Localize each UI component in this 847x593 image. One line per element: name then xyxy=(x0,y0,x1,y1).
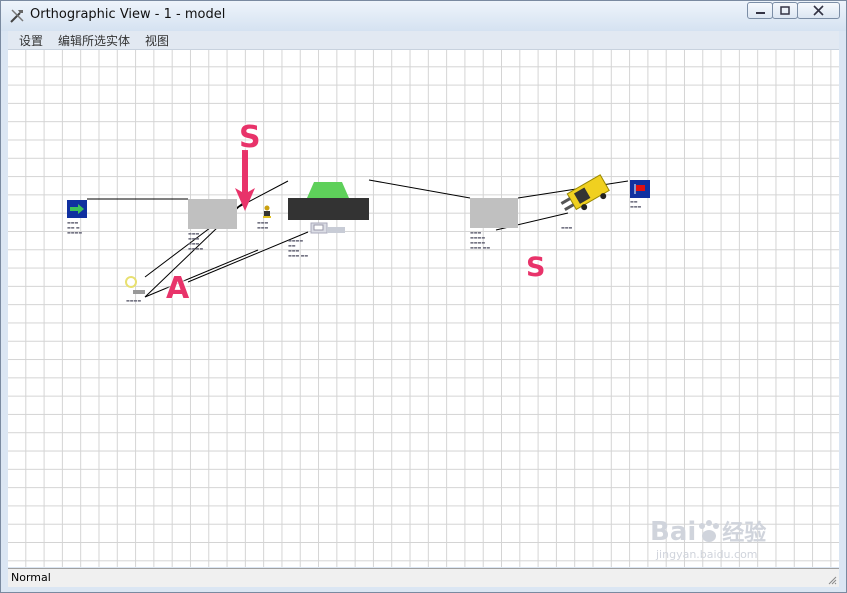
transporter-label: ▬▬▬ xyxy=(561,225,573,230)
queue-object-2[interactable] xyxy=(470,198,518,228)
watermark-brand: Bai 经验 xyxy=(650,515,766,547)
source-object[interactable] xyxy=(67,200,87,218)
processor-object[interactable] xyxy=(288,198,369,220)
resize-grip-icon[interactable] xyxy=(827,575,837,585)
maximize-button[interactable] xyxy=(772,2,798,19)
operator-figure-icon[interactable] xyxy=(261,205,273,219)
menu-view[interactable]: 视图 xyxy=(145,33,170,48)
annotation-label-a: A xyxy=(166,271,190,306)
sink-object[interactable] xyxy=(630,180,650,198)
connection-lines xyxy=(87,179,629,298)
tools-icon xyxy=(10,9,24,23)
watermark-url: jingyan.baidu.com xyxy=(656,548,758,561)
source-label: ▬▬▬ ▬▬ ▬ ▬▬▬▬ xyxy=(67,220,83,235)
operator-label: ▬▬▬ ▬▬▬ xyxy=(257,220,269,230)
processor-top-shape[interactable] xyxy=(306,181,350,199)
close-icon xyxy=(813,5,824,16)
dispatcher-icon[interactable] xyxy=(124,275,146,297)
annotation-label-s-top: S xyxy=(239,120,261,155)
menu-edit-selected[interactable]: 编辑所选实体 xyxy=(58,33,131,48)
queue-label-2: ▬▬▬ ▬▬▬▬ ▬▬▬▬ ▬▬▬ ▬▬ xyxy=(470,230,491,250)
sink-label: ▬▬ ▬▬▬ xyxy=(630,199,642,209)
paw-icon xyxy=(699,520,720,542)
minimize-button[interactable] xyxy=(747,2,773,19)
status-mode: Normal xyxy=(11,571,51,584)
forklift-icon[interactable] xyxy=(556,170,618,218)
machine-icon xyxy=(310,222,345,234)
watermark-brand-text: Bai xyxy=(650,517,697,547)
menu-settings[interactable]: 设置 xyxy=(19,33,44,48)
watermark-cn-text: 经验 xyxy=(722,521,767,546)
maximize-icon xyxy=(780,6,790,15)
minimize-icon xyxy=(756,12,765,14)
arrow-right-icon xyxy=(70,204,84,214)
processor-label: ▬▬▬▬ ▬▬ ▬▬▬ ▬▬▬ ▬▬ xyxy=(288,238,309,258)
queue-object[interactable] xyxy=(188,199,237,229)
status-bar: Normal xyxy=(8,568,839,587)
close-button[interactable] xyxy=(797,2,840,19)
menu-bar: 设置 编辑所选实体 视图 xyxy=(8,31,839,50)
window-title: Orthographic View - 1 - model xyxy=(30,7,226,22)
dispatcher-label: ▬▬▬▬ xyxy=(126,298,142,303)
model-canvas[interactable]: ▬▬▬ ▬▬ ▬ ▬▬▬▬ ▬▬▬ ▬▬▬ ▬▬▬ ▬▬▬▬ ▬▬▬ ▬▬▬ ▬… xyxy=(8,50,839,567)
title-bar[interactable]: Orthographic View - 1 - model xyxy=(1,1,846,31)
flag-icon xyxy=(634,184,645,194)
queue-label: ▬▬▬ ▬▬▬ ▬▬▬ ▬▬▬▬ xyxy=(188,231,204,251)
annotation-label-s-right: S xyxy=(526,252,546,283)
annotation-arrow-down-icon xyxy=(235,150,255,211)
